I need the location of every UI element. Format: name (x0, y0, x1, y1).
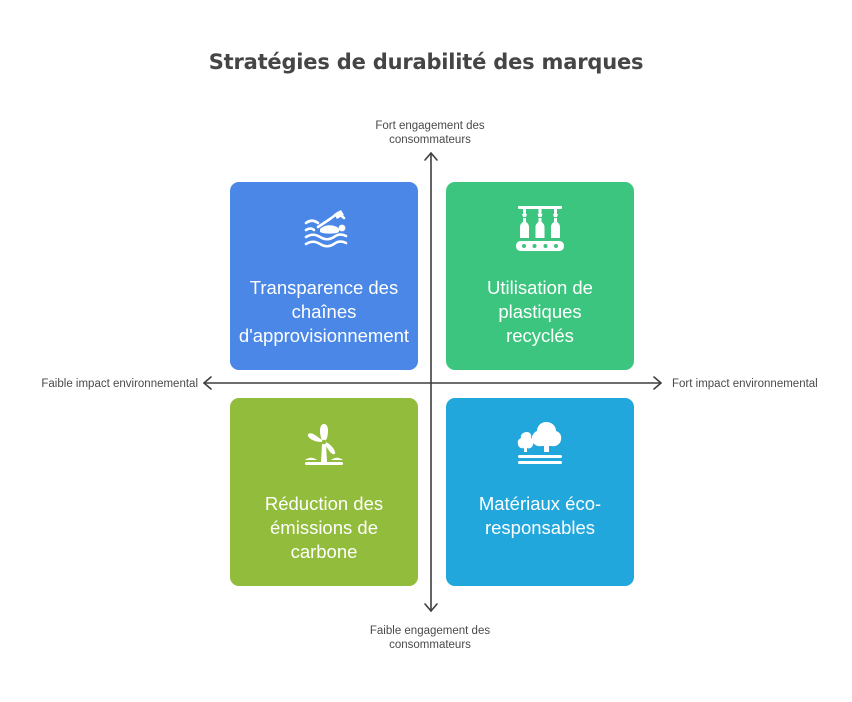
arrow-up-icon (424, 152, 438, 161)
diagram-title: Stratégies de durabilité des marques (208, 50, 644, 74)
arrow-left-icon (203, 376, 212, 390)
axis-label-left: Faible impact environnemental (41, 378, 198, 390)
quadrant-top-right-label: Utilisation de plastiques recyclés (487, 277, 593, 346)
axis-label-right: Fort impact environnemental (672, 378, 818, 390)
arrow-down-icon (424, 603, 438, 612)
quadrant-top-left: Transparence des chaînes d'approvisionne… (230, 182, 418, 370)
quadrant-bottom-left-label: Réduction des émissions de carbone (264, 493, 384, 562)
quadrant-top-right: Utilisation de plastiques recyclés (446, 182, 634, 370)
arrow-right-icon (653, 376, 662, 390)
wind-turbine-icon (305, 424, 343, 465)
quadrant-bottom-left: Réduction des émissions de carbone (230, 398, 418, 586)
quadrant-bottom-right: Matériaux éco- responsables (446, 398, 634, 586)
bottle-conveyor-icon (516, 206, 564, 251)
swimmer-waves-icon (304, 210, 348, 248)
trees-icon (517, 422, 562, 464)
quadrant-top-left-label: Transparence des chaînes d'approvisionne… (238, 277, 410, 346)
quadrant-bottom-right-label: Matériaux éco- responsables (478, 493, 602, 538)
axis-label-bottom: Faible engagement des consommateurs (369, 625, 491, 651)
axis-label-top: Fort engagement des consommateurs (375, 120, 485, 146)
